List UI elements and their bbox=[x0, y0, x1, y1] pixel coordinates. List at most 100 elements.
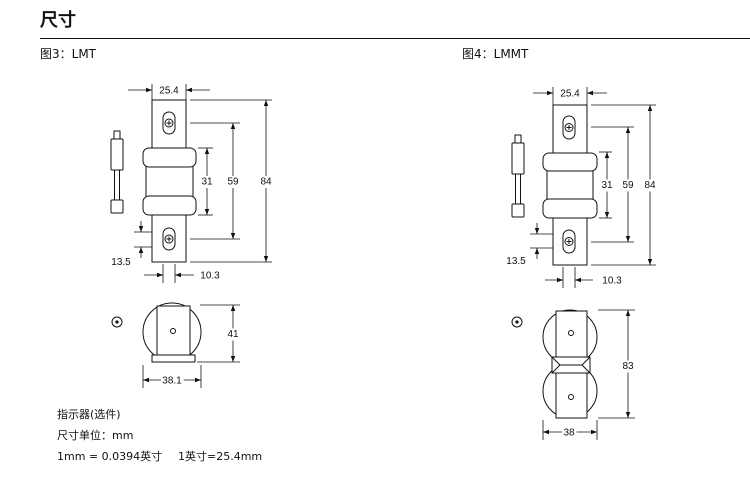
lmmt-dim-centers-label: 59 bbox=[622, 180, 634, 191]
lmmt-dim-end-width-label: 38 bbox=[563, 428, 575, 439]
lmt-dim-top-width: 25.4 bbox=[128, 84, 210, 100]
lmt-end-blade-base bbox=[151, 354, 196, 363]
lmt-end-blade-hole bbox=[170, 328, 176, 334]
lmmt-end-blade-band-fold bbox=[551, 356, 591, 374]
lmt-end-blade bbox=[156, 305, 191, 357]
lmt-dim-end-width-arrowhead bbox=[195, 377, 201, 383]
lmt-dim-overall-arrowhead bbox=[263, 100, 269, 106]
lmt-dim-slot-offset-arrowhead bbox=[138, 247, 144, 253]
lmmt-indicator-lower-body bbox=[511, 203, 525, 218]
lmt-dim-overall-label: 84 bbox=[260, 177, 272, 188]
lmt-top-end-cap bbox=[142, 147, 197, 168]
lmt-dim-centers-arrowhead bbox=[230, 233, 236, 239]
lmmt-dim-top-width-arrowhead bbox=[587, 90, 593, 96]
note-inch-to-mm: 1英寸=25.4mm bbox=[178, 450, 263, 463]
lmt-dim-top-width-arrowhead bbox=[186, 87, 192, 93]
lmt-dim-body-arrowhead bbox=[204, 148, 210, 154]
lmmt-end-blade-hole-upper bbox=[568, 330, 574, 336]
lmmt-end-view bbox=[511, 309, 598, 419]
lmt-dim-slot-width: 10.3 bbox=[144, 264, 220, 283]
note-mm-to-inch: 1mm = 0.0394英寸 bbox=[57, 450, 163, 463]
lmmt-dim-slot-offset-label: 13.5 bbox=[506, 256, 526, 267]
lmmt-dim-body-arrowhead bbox=[604, 212, 610, 218]
figure-caption-lmt: 图3：LMT bbox=[40, 47, 97, 61]
lmt-front-view bbox=[142, 99, 197, 263]
lmmt-dim-end-width-label-background bbox=[561, 427, 577, 439]
lmt-indicator-tip bbox=[113, 130, 121, 140]
lmmt-view-symbol-dot bbox=[515, 320, 519, 324]
lmmt-end-blade-upper bbox=[555, 310, 588, 358]
lmmt-dim-slot-offset-arrowhead bbox=[534, 228, 540, 234]
note-indicator: 指示器(选件) bbox=[57, 408, 121, 421]
lmmt-end-blade-lower bbox=[555, 372, 588, 419]
lmmt-dim-centers-arrowhead bbox=[625, 127, 631, 133]
lmt-dim-slot-width-arrowhead bbox=[175, 272, 181, 278]
lmmt-dim-slot-width-arrowhead bbox=[557, 277, 563, 283]
lmmt-dim-end-width: 38 bbox=[542, 420, 598, 440]
lmt-dim-body-arrowhead bbox=[204, 209, 210, 215]
lmmt-dim-overall-label: 84 bbox=[644, 180, 656, 191]
lmmt-dim-slot-width: 10.3 bbox=[545, 267, 622, 288]
lmt-dim-overall-label-background bbox=[258, 176, 274, 188]
lmt-dim-end-height-arrowhead bbox=[230, 356, 236, 362]
lmmt-dim-body: 31 bbox=[599, 151, 615, 219]
lmmt-dim-top-width-arrowhead bbox=[547, 90, 553, 96]
lmt-view-symbol-icon bbox=[111, 316, 123, 328]
lmt-dim-overall-arrowhead bbox=[263, 256, 269, 262]
note-unit: 尺寸单位：mm bbox=[57, 429, 134, 442]
lmt-end-view bbox=[111, 302, 202, 363]
lmmt-dim-end-width-arrowhead bbox=[591, 429, 597, 435]
lmt-fuse-body bbox=[145, 163, 194, 199]
lmmt-indicator-stem bbox=[515, 173, 521, 205]
figure-caption-lmmt: 图4：LMMT bbox=[462, 47, 529, 61]
lmt-indicator-stem bbox=[114, 169, 120, 201]
lmmt-indicator-upper-body bbox=[511, 142, 525, 175]
lmt-dim-end-height-arrowhead bbox=[230, 305, 236, 311]
lmmt-dim-body-arrowhead bbox=[604, 152, 610, 158]
lmt-bottom-plus-icon bbox=[166, 236, 172, 242]
lmmt-dim-end-width-arrowhead bbox=[543, 429, 549, 435]
lmt-dim-top-width-arrowhead bbox=[146, 87, 152, 93]
lmt-top-plus-icon bbox=[166, 120, 172, 126]
lmmt-dim-centers-label-background bbox=[620, 179, 636, 192]
lmmt-dim-slot-offset-arrowhead bbox=[534, 248, 540, 254]
lmmt-bottom-end-cap bbox=[542, 198, 598, 219]
lmt-dim-centers-label: 59 bbox=[227, 177, 239, 188]
lmmt-view-symbol-icon bbox=[511, 316, 523, 328]
lmmt-dim-overall-arrowhead bbox=[647, 259, 653, 265]
lmt-dim-slot-offset-arrowhead bbox=[138, 226, 144, 232]
page-title: 尺寸 bbox=[40, 10, 76, 31]
lmt-dim-body: 31 bbox=[198, 147, 215, 216]
lmmt-fuse-body bbox=[546, 168, 594, 202]
lmt-dim-end-width-arrowhead bbox=[143, 377, 149, 383]
lmt-drawing bbox=[110, 99, 202, 363]
lmmt-dim-centers-arrowhead bbox=[625, 236, 631, 242]
lmmt-dim-end-height-label: 83 bbox=[622, 361, 634, 372]
lmmt-dim-top-width-label: 25.4 bbox=[560, 89, 580, 100]
lmmt-top-end-cap bbox=[542, 152, 598, 172]
lmmt-dim-end-height-label-background bbox=[620, 360, 636, 373]
lmt-dim-end-width-label: 38.1 bbox=[162, 376, 182, 387]
lmmt-dim-overall-arrowhead bbox=[647, 105, 653, 111]
lmt-dim-slot-offset-label: 13.5 bbox=[111, 257, 131, 268]
lmmt-dim-body-label: 31 bbox=[601, 180, 613, 191]
lmt-dim-overall: 84 bbox=[190, 99, 274, 263]
lmt-dim-end-width-label-background bbox=[160, 375, 184, 387]
lmt-indicator bbox=[110, 130, 124, 214]
lmmt-top-bolt-icon bbox=[564, 123, 574, 132]
lmt-dim-body-label-background bbox=[199, 176, 215, 188]
title-rule bbox=[40, 38, 750, 39]
lmt-dim-centers-label-background bbox=[225, 176, 241, 188]
lmmt-top-plus-icon bbox=[566, 125, 572, 130]
lmmt-dim-slot-offset: 13.5 bbox=[506, 223, 553, 267]
lmt-dim-body-label: 31 bbox=[201, 177, 213, 188]
lmmt-dim-centers: 59 bbox=[591, 126, 636, 243]
lmt-dim-slot-width-arrowhead bbox=[157, 272, 163, 278]
lmt-dim-slot-offset: 13.5 bbox=[111, 221, 152, 268]
lmmt-dim-body-label-background bbox=[599, 179, 615, 192]
lmmt-dim-overall: 84 bbox=[591, 104, 658, 266]
lmmt-indicator bbox=[511, 134, 525, 218]
lmmt-dim-slot-width-label: 10.3 bbox=[602, 276, 622, 287]
lmt-indicator-upper-body bbox=[110, 138, 124, 171]
